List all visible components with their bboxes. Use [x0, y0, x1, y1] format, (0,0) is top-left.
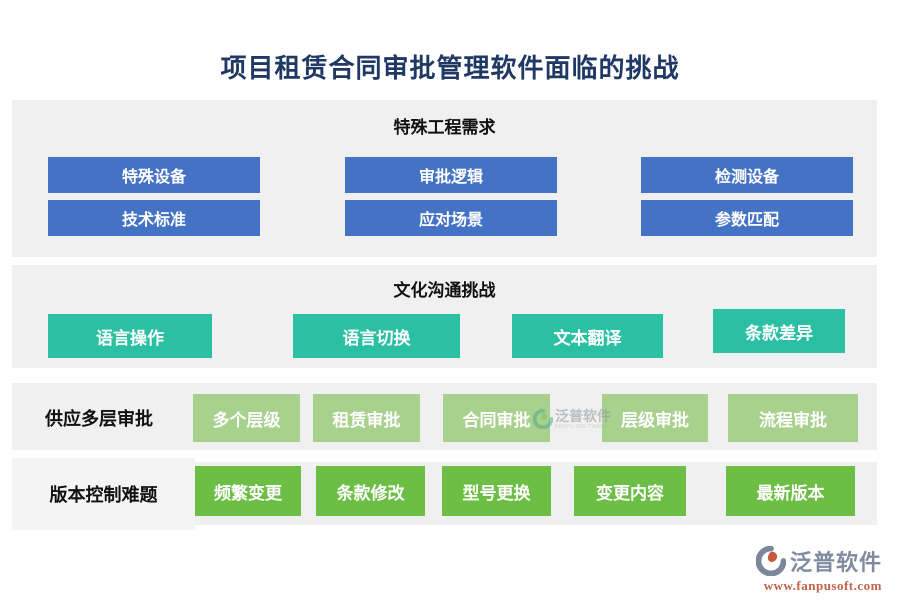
box-clause-difference: 条款差异 [713, 309, 845, 353]
box-language-switch: 语言切换 [293, 314, 460, 358]
box-level-approval: 层级审批 [602, 394, 708, 442]
box-multiple-levels: 多个层级 [193, 394, 300, 442]
section-culture-communication: 文化沟通挑战 语言操作 语言切换 文本翻译 条款差异 [12, 265, 877, 368]
box-special-equipment: 特殊设备 [48, 157, 260, 193]
box-parameter-matching: 参数匹配 [641, 200, 853, 236]
section-header-special-requirements: 特殊工程需求 [393, 118, 496, 137]
page-title: 项目租赁合同审批管理软件面临的挑战 [220, 53, 680, 83]
box-testing-equipment: 检测设备 [641, 157, 853, 193]
section-header-culture-communication: 文化沟通挑战 [393, 281, 496, 300]
box-clause-modification: 条款修改 [316, 466, 425, 516]
box-text-translation: 文本翻译 [512, 314, 663, 358]
box-contract-approval: 合同审批 [443, 394, 550, 442]
footer-brand-name: 泛普软件 [789, 550, 882, 575]
box-approval-logic: 审批逻辑 [345, 157, 557, 193]
box-process-approval: 流程审批 [728, 394, 858, 442]
box-response-scenario: 应对场景 [345, 200, 557, 236]
box-latest-version: 最新版本 [726, 466, 855, 516]
box-model-change: 型号更换 [442, 466, 551, 516]
footer-brand-logo: 泛普软件 www.fanpusoft.com [755, 545, 882, 594]
section-special-requirements: 特殊工程需求 特殊设备 审批逻辑 检测设备 技术标准 应对场景 参数匹配 [12, 100, 877, 257]
section-label-block-version-control: 版本控制难题 [12, 458, 195, 530]
box-frequent-changes: 频繁变更 [195, 466, 301, 516]
fanpu-logo-icon [755, 546, 786, 576]
footer-brand-url[interactable]: www.fanpusoft.com [763, 578, 882, 593]
box-technical-standard: 技术标准 [48, 200, 260, 236]
section-multi-level-approval: 供应多层审批 多个层级 租赁审批 合同审批 层级审批 流程审批 [12, 383, 877, 450]
section-label-multi-level-approval: 供应多层审批 [45, 409, 153, 429]
section-label-version-control: 版本控制难题 [49, 485, 158, 505]
box-lease-approval: 租赁审批 [313, 394, 420, 442]
box-change-content: 变更内容 [574, 466, 686, 516]
box-language-operation: 语言操作 [48, 314, 212, 358]
